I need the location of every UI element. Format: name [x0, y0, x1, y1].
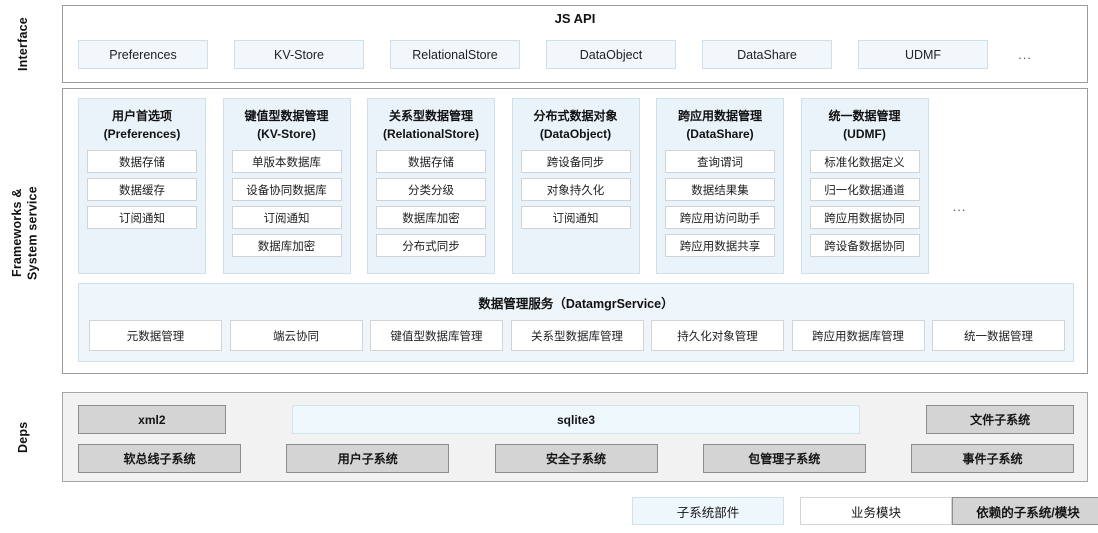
- column-item-list: 单版本数据库 设备协同数据库 订阅通知 数据库加密: [231, 150, 342, 257]
- column-title: 关系型数据管理 (RelationalStore): [382, 109, 479, 141]
- column-item[interactable]: 数据存储: [376, 150, 486, 173]
- js-api-title: JS API: [554, 11, 596, 26]
- column-item[interactable]: 分类分级: [376, 178, 486, 201]
- service-item[interactable]: 关系型数据库管理: [510, 320, 644, 351]
- dep-package-manager-subsystem[interactable]: 包管理子系统: [702, 444, 866, 473]
- column-item[interactable]: 数据缓存: [87, 178, 197, 201]
- service-item[interactable]: 键值型数据库管理: [370, 320, 503, 351]
- legend-dependency: 依赖的子系统/模块: [952, 497, 1098, 525]
- column-preferences: 用户首选项 (Preferences) 数据存储 数据缓存 订阅通知: [78, 98, 206, 274]
- legend-subsystem-component: 子系统部件: [632, 497, 784, 525]
- column-title: 跨应用数据管理 (DataShare): [677, 109, 762, 141]
- column-item[interactable]: 跨应用访问助手: [665, 206, 775, 229]
- layer-label-deps: Deps: [16, 421, 30, 453]
- dep-sqlite3[interactable]: sqlite3: [291, 405, 861, 434]
- datamgr-service-items: 元数据管理 端云协同 键值型数据库管理 关系型数据库管理 持久化对象管理 跨应用…: [89, 320, 1065, 351]
- api-chip-kv-store[interactable]: KV-Store: [234, 40, 364, 69]
- dep-file-subsystem[interactable]: 文件子系统: [926, 405, 1074, 434]
- column-item-list: 标准化数据定义 归一化数据通道 跨应用数据协同 跨设备数据协同: [809, 150, 920, 257]
- column-title: 分布式数据对象 (DataObject): [533, 109, 618, 141]
- column-item[interactable]: 设备协同数据库: [231, 178, 342, 201]
- column-item[interactable]: 订阅通知: [231, 206, 342, 229]
- service-item[interactable]: 持久化对象管理: [651, 320, 784, 351]
- service-item[interactable]: 跨应用数据库管理: [791, 320, 925, 351]
- deps-row-2: 软总线子系统 用户子系统 安全子系统 包管理子系统 事件子系统: [78, 444, 1074, 473]
- column-item-list: 跨设备同步 对象持久化 订阅通知: [520, 150, 631, 229]
- datamgr-service-title: 数据管理服务（DatamgrService）: [478, 297, 674, 311]
- column-item-list: 数据存储 分类分级 数据库加密 分布式同步: [376, 150, 486, 257]
- api-chip-preferences[interactable]: Preferences: [78, 40, 208, 69]
- column-item[interactable]: 数据存储: [87, 150, 197, 173]
- column-item[interactable]: 查询谓词: [665, 150, 775, 173]
- layer-label-frameworks: Frameworks & System service: [10, 186, 40, 280]
- column-title: 用户首选项 (Preferences): [103, 109, 181, 141]
- legend: 子系统部件 业务模块 依赖的子系统/模块: [632, 497, 1098, 525]
- column-item[interactable]: 分布式同步: [376, 234, 486, 257]
- column-item[interactable]: 数据库加密: [376, 206, 486, 229]
- api-chip-row: Preferences KV-Store RelationalStore Dat…: [78, 40, 1074, 69]
- column-item[interactable]: 跨应用数据共享: [665, 234, 775, 257]
- dep-user-subsystem[interactable]: 用户子系统: [286, 444, 450, 473]
- column-item-list: 数据存储 数据缓存 订阅通知: [87, 150, 197, 229]
- service-item[interactable]: 端云协同: [229, 320, 363, 351]
- framework-columns-ellipsis: ...: [952, 198, 967, 214]
- column-udmf: 统一数据管理 (UDMF) 标准化数据定义 归一化数据通道 跨应用数据协同 跨设…: [800, 98, 929, 274]
- service-item[interactable]: 元数据管理: [89, 320, 222, 351]
- api-chip-dataobject[interactable]: DataObject: [546, 40, 676, 69]
- column-item[interactable]: 订阅通知: [520, 206, 631, 229]
- api-row-ellipsis: ...: [1018, 47, 1032, 62]
- api-chip-datashare[interactable]: DataShare: [702, 40, 832, 69]
- column-title: 键值型数据管理 (KV-Store): [244, 109, 329, 141]
- dep-event-subsystem[interactable]: 事件子系统: [911, 444, 1074, 473]
- column-item[interactable]: 数据库加密: [231, 234, 342, 257]
- deps-row-1: xml2 sqlite3 文件子系统: [78, 405, 1074, 434]
- datamgr-service-panel: 数据管理服务（DatamgrService） 元数据管理 端云协同 键值型数据库…: [78, 283, 1074, 362]
- column-item[interactable]: 跨应用数据协同: [809, 206, 920, 229]
- api-chip-relationalstore[interactable]: RelationalStore: [390, 40, 520, 69]
- legend-business-module: 业务模块: [800, 497, 952, 525]
- column-item[interactable]: 标准化数据定义: [809, 150, 920, 173]
- dep-security-subsystem[interactable]: 安全子系统: [494, 444, 658, 473]
- column-item[interactable]: 单版本数据库: [231, 150, 342, 173]
- column-kv-store: 键值型数据管理 (KV-Store) 单版本数据库 设备协同数据库 订阅通知 数…: [222, 98, 351, 274]
- column-item[interactable]: 订阅通知: [87, 206, 197, 229]
- column-item[interactable]: 数据结果集: [665, 178, 775, 201]
- dep-xml2[interactable]: xml2: [78, 405, 226, 434]
- column-datashare: 跨应用数据管理 (DataShare) 查询谓词 数据结果集 跨应用访问助手 跨…: [656, 98, 784, 274]
- column-title: 统一数据管理 (UDMF): [828, 109, 901, 141]
- dep-softbus-subsystem[interactable]: 软总线子系统: [78, 444, 241, 473]
- framework-columns: 用户首选项 (Preferences) 数据存储 数据缓存 订阅通知 键值型数据…: [78, 98, 1074, 274]
- column-item[interactable]: 跨设备同步: [520, 150, 631, 173]
- column-relationalstore: 关系型数据管理 (RelationalStore) 数据存储 分类分级 数据库加…: [367, 98, 495, 274]
- column-item-list: 查询谓词 数据结果集 跨应用访问助手 跨应用数据共享: [665, 150, 775, 257]
- service-item[interactable]: 统一数据管理: [932, 320, 1065, 351]
- column-item[interactable]: 归一化数据通道: [809, 178, 920, 201]
- column-item[interactable]: 跨设备数据协同: [809, 234, 920, 257]
- column-dataobject: 分布式数据对象 (DataObject) 跨设备同步 对象持久化 订阅通知: [511, 98, 640, 274]
- api-chip-udmf[interactable]: UDMF: [858, 40, 988, 69]
- column-item[interactable]: 对象持久化: [520, 178, 631, 201]
- layer-label-interface: Interface: [16, 17, 30, 71]
